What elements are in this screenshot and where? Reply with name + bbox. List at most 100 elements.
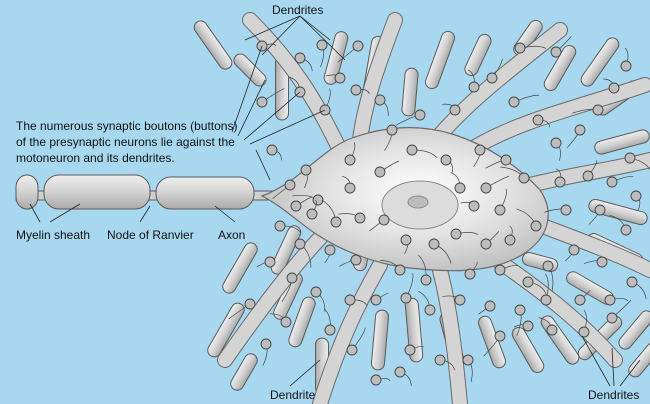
synaptic-bouton xyxy=(449,104,461,116)
description-line: of the presynaptic neurons lie against t… xyxy=(16,135,235,149)
dendrite xyxy=(313,258,387,404)
presynaptic-fiber xyxy=(288,296,316,348)
synaptic-bouton xyxy=(494,330,506,342)
leader-line xyxy=(231,45,263,133)
synaptic-bouton xyxy=(306,208,318,220)
synaptic-bouton xyxy=(550,46,562,58)
leader-line xyxy=(243,91,301,141)
synaptic-bouton xyxy=(542,260,554,272)
synaptic-bouton xyxy=(624,152,636,164)
synaptic-bouton xyxy=(386,124,398,136)
synaptic-bouton xyxy=(480,238,492,250)
synaptic-bouton xyxy=(468,200,480,212)
presynaptic-fiber xyxy=(580,37,620,87)
synaptic-bouton xyxy=(310,286,322,298)
dendrite xyxy=(463,78,650,157)
synaptic-bouton xyxy=(620,224,632,236)
synaptic-bouton xyxy=(574,294,586,306)
synaptic-bouton xyxy=(330,216,342,228)
dendrite xyxy=(218,231,327,367)
presynaptic-fiber xyxy=(618,310,650,350)
synaptic-bouton xyxy=(346,344,358,356)
presynaptic-fiber xyxy=(207,302,245,358)
synaptic-bouton xyxy=(266,144,278,156)
synaptic-bouton xyxy=(286,272,298,284)
synaptic-bouton xyxy=(606,312,618,324)
synaptic-bouton xyxy=(454,182,466,194)
synaptic-bouton xyxy=(344,154,356,166)
label-axon: Axon xyxy=(218,228,246,242)
presynaptic-fiber xyxy=(233,53,267,87)
leader-line xyxy=(29,203,41,223)
synaptic-bouton xyxy=(468,81,480,93)
presynaptic-fiber xyxy=(511,326,545,374)
synaptic-bouton xyxy=(454,294,466,306)
synaptic-bouton xyxy=(464,268,476,280)
synaptic-bouton xyxy=(494,204,506,216)
synaptic-bouton xyxy=(420,274,432,286)
synaptic-bouton xyxy=(394,264,406,276)
dendrite xyxy=(243,13,347,157)
synaptic-bouton xyxy=(434,354,446,366)
synaptic-bouton xyxy=(280,316,292,328)
synaptic-bouton xyxy=(370,374,382,386)
synaptic-bouton xyxy=(604,294,616,306)
synaptic-bouton xyxy=(462,354,474,366)
synaptic-bouton xyxy=(508,96,520,108)
synaptic-bouton xyxy=(324,324,336,336)
synaptic-bouton xyxy=(500,154,512,166)
presynaptic-fiber xyxy=(270,225,302,275)
synaptic-bouton xyxy=(324,244,336,256)
leader-line xyxy=(214,205,236,223)
synaptic-boutons xyxy=(228,35,650,387)
synaptic-bouton xyxy=(374,166,386,178)
label-node-of-ranvier: Node of Ranvier xyxy=(107,228,194,242)
synaptic-bouton xyxy=(414,109,426,121)
synaptic-bouton xyxy=(260,338,272,350)
myelin-segment xyxy=(15,174,39,210)
synaptic-bouton xyxy=(546,324,558,336)
description-line: The numerous synaptic boutons (buttons) xyxy=(16,119,238,133)
synaptic-bouton xyxy=(284,179,296,191)
axon-with-myelin xyxy=(15,174,277,210)
presynaptic-fiber xyxy=(543,44,577,92)
synaptic-bouton xyxy=(620,60,632,72)
dendrite xyxy=(353,13,402,147)
synaptic-bouton xyxy=(406,144,418,156)
soma xyxy=(260,127,549,272)
synaptic-bouton xyxy=(514,304,526,316)
synaptic-bouton xyxy=(592,104,604,116)
leader-line xyxy=(299,15,346,61)
leader-line xyxy=(611,347,615,387)
synaptic-bouton xyxy=(530,220,542,232)
leader-lines xyxy=(29,15,641,387)
synaptic-bouton xyxy=(274,220,286,232)
synaptic-bouton xyxy=(550,137,562,149)
synaptic-bouton xyxy=(370,294,382,306)
presynaptic-fiber xyxy=(230,353,258,391)
synaptic-bouton xyxy=(344,182,356,194)
synaptic-bouton xyxy=(480,182,492,194)
synaptic-bouton xyxy=(522,276,534,288)
synaptic-bouton xyxy=(486,72,498,84)
presynaptic-fiber xyxy=(424,30,456,90)
synaptic-bouton xyxy=(256,96,268,108)
synaptic-bouton xyxy=(264,256,276,268)
synaptic-bouton xyxy=(334,72,346,84)
leader-line xyxy=(139,205,151,223)
synaptic-bouton xyxy=(518,172,530,184)
synaptic-bouton xyxy=(504,234,516,246)
label-dendrites-top: Dendrites xyxy=(272,3,324,17)
synaptic-bouton xyxy=(606,176,618,188)
synaptic-bouton xyxy=(540,294,552,306)
presynaptic-fiber xyxy=(588,198,648,226)
synaptic-bouton xyxy=(574,124,586,136)
label-myelin-sheath: Myelin sheath xyxy=(16,228,91,242)
leader-line xyxy=(299,15,331,41)
synaptic-bouton xyxy=(404,344,416,356)
leader-line xyxy=(244,15,301,41)
presynaptic-fiber xyxy=(521,252,559,272)
description-line: motoneuron and its dendrites. xyxy=(16,151,175,165)
synaptic-bouton xyxy=(494,264,506,276)
